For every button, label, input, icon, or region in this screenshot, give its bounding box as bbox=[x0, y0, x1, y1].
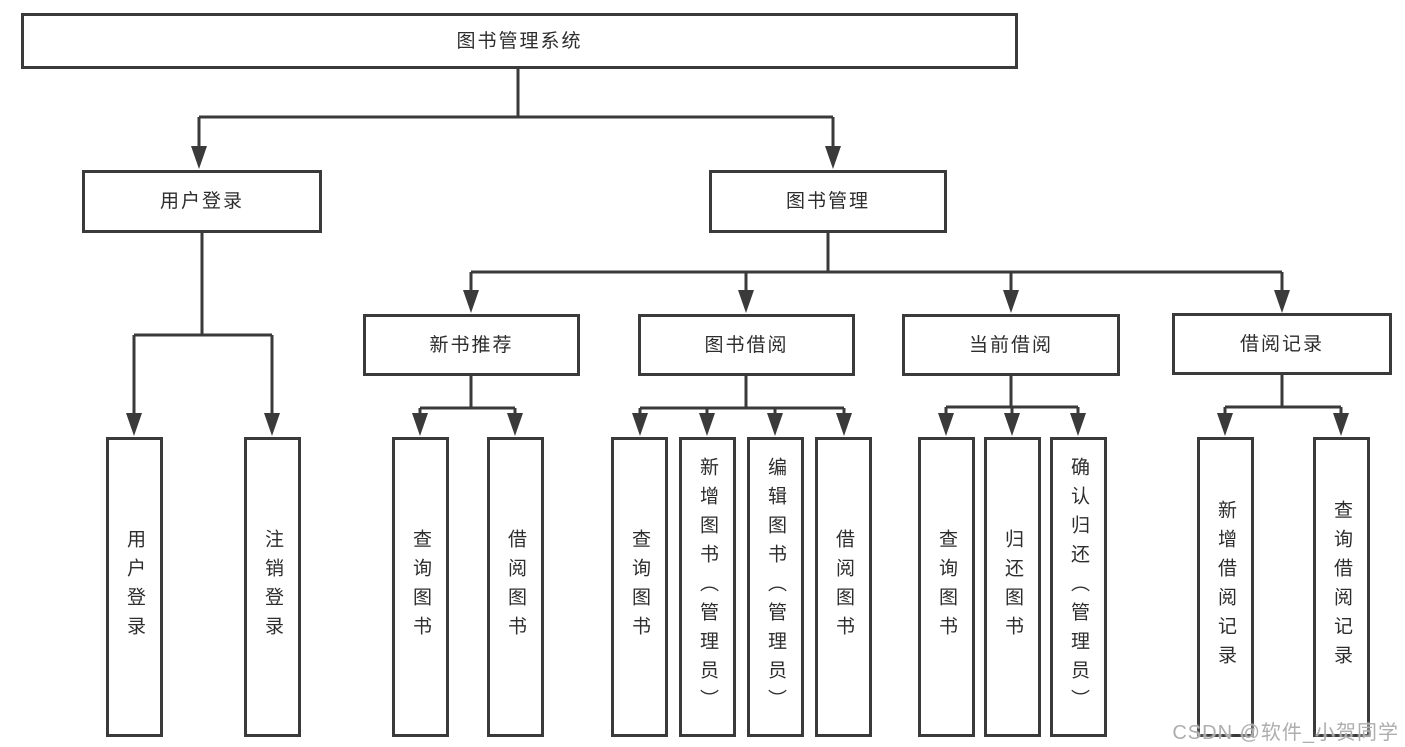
node-label: 图书管理系统 bbox=[456, 30, 583, 52]
node-leaf-borrow-books: 借阅图书 bbox=[815, 437, 872, 737]
node-new-book-recommend: 新书推荐 bbox=[363, 314, 580, 376]
watermark-text: CSDN @软件_小贺同学 bbox=[1172, 722, 1399, 744]
node-label: 图书借阅 bbox=[704, 334, 789, 356]
node-leaf-edit-books-admin: 编辑图书（管理员） bbox=[747, 437, 804, 737]
connector-borrow-records-children bbox=[1217, 375, 1349, 436]
node-leaf-query-books-borrow: 查询图书 bbox=[611, 437, 668, 737]
node-label: 当前借阅 bbox=[968, 334, 1053, 356]
node-user-login: 用户登录 bbox=[82, 170, 322, 233]
node-leaf-query-borrow-record: 查询借阅记录 bbox=[1313, 437, 1370, 737]
node-label: 图书管理 bbox=[785, 191, 870, 212]
connector-book-borrow-children bbox=[632, 376, 852, 436]
node-label: 查询图书 bbox=[410, 529, 431, 645]
node-leaf-logout-login: 注销登录 bbox=[244, 437, 301, 737]
node-label: 确认归还（管理员） bbox=[1068, 456, 1089, 718]
node-book-management: 图书管理 bbox=[709, 170, 947, 233]
node-label: 查询借阅记录 bbox=[1331, 500, 1352, 674]
connector-current-borrow-children bbox=[938, 376, 1086, 436]
node-leaf-return-books: 归还图书 bbox=[984, 437, 1041, 737]
node-borrow-records: 借阅记录 bbox=[1172, 313, 1392, 375]
node-label: 借阅图书 bbox=[505, 529, 526, 645]
node-label: 借阅图书 bbox=[833, 529, 854, 645]
node-leaf-confirm-return-admin: 确认归还（管理员） bbox=[1050, 437, 1107, 737]
node-label: 借阅记录 bbox=[1239, 333, 1324, 355]
node-label: 新增图书（管理员） bbox=[697, 456, 718, 718]
node-label: 用户登录 bbox=[124, 529, 145, 645]
node-label: 查询图书 bbox=[629, 529, 650, 645]
node-label: 归还图书 bbox=[1002, 529, 1023, 645]
connector-book-management-children bbox=[463, 233, 1290, 313]
node-leaf-user-login: 用户登录 bbox=[106, 437, 163, 737]
node-leaf-borrow-books-recommend: 借阅图书 bbox=[487, 437, 544, 737]
connector-root-to-level2 bbox=[191, 69, 841, 169]
node-label: 用户登录 bbox=[159, 191, 244, 212]
node-leaf-add-borrow-record: 新增借阅记录 bbox=[1197, 437, 1254, 737]
connector-new-book-recommend-children bbox=[412, 376, 523, 436]
node-library-management-system: 图书管理系统 bbox=[21, 13, 1018, 69]
node-label: 注销登录 bbox=[262, 529, 283, 645]
node-label: 新书推荐 bbox=[429, 334, 514, 356]
node-label: 编辑图书（管理员） bbox=[765, 456, 786, 718]
node-leaf-query-books-recommend: 查询图书 bbox=[392, 437, 449, 737]
node-label: 查询图书 bbox=[936, 529, 957, 645]
node-leaf-query-books-current: 查询图书 bbox=[918, 437, 975, 737]
node-current-borrow: 当前借阅 bbox=[902, 314, 1120, 376]
node-label: 新增借阅记录 bbox=[1215, 500, 1236, 674]
connector-user-login-children bbox=[126, 233, 280, 436]
node-leaf-add-books-admin: 新增图书（管理员） bbox=[679, 437, 736, 737]
node-book-borrow: 图书借阅 bbox=[638, 314, 855, 376]
